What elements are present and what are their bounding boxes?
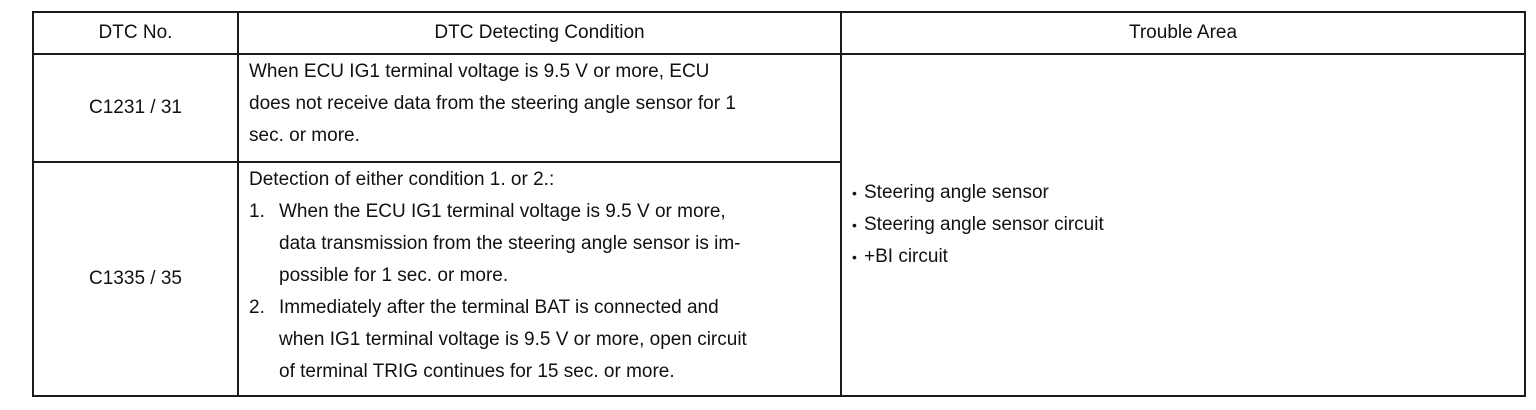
condition-line: data transmission from the steering angl…	[279, 232, 741, 254]
trouble-area-list: • Steering angle sensor • Steering angle…	[852, 177, 1524, 273]
condition-line: when IG1 terminal voltage is 9.5 V or mo…	[279, 328, 747, 350]
condition-line: When ECU IG1 terminal voltage is 9.5 V o…	[249, 61, 710, 82]
bullet-icon: •	[852, 217, 857, 233]
header-dtc-no: DTC No.	[32, 11, 239, 55]
condition-text: When the ECU IG1 terminal voltage is 9.5…	[279, 196, 832, 292]
trouble-area-item: • Steering angle sensor	[852, 177, 1524, 209]
condition-list: 1. When the ECU IG1 terminal voltage is …	[249, 196, 832, 388]
trouble-area-item: • +BI circuit	[852, 241, 1524, 273]
condition-intro: Detection of either condition 1. or 2.:	[249, 168, 555, 190]
condition-line: of terminal TRIG continues for 15 sec. o…	[279, 360, 675, 382]
condition-line: possible for 1 sec. or more.	[279, 264, 509, 286]
condition-item: 2. Immediately after the terminal BAT is…	[249, 292, 832, 388]
trouble-area-text: Steering angle sensor	[864, 182, 1049, 203]
trouble-area-text: +BI circuit	[864, 246, 948, 267]
trouble-area-item: • Steering angle sensor circuit	[852, 209, 1524, 241]
header-row: DTC No. DTC Detecting Condition Trouble …	[32, 11, 1526, 55]
header-detecting-condition: DTC Detecting Condition	[237, 11, 842, 55]
bullet-icon: •	[852, 185, 857, 201]
dtc-number-cell: C1335 / 35	[32, 160, 239, 398]
table-row: C1335 / 35 Detection of either condition…	[32, 160, 1525, 398]
header-trouble-area: Trouble Area	[840, 11, 1526, 55]
condition-number: 1.	[249, 200, 265, 222]
condition-line: Immediately after the terminal BAT is co…	[279, 296, 719, 318]
dtc-table: DTC No. DTC Detecting Condition Trouble …	[32, 11, 1526, 398]
table-row: C1231 / 31 When ECU IG1 terminal voltage…	[32, 53, 1526, 397]
condition-number: 2.	[249, 296, 265, 318]
trouble-area-cell: • Steering angle sensor • Steering angle…	[840, 53, 1526, 397]
condition-line: does not receive data from the steering …	[249, 93, 736, 114]
dtc-number-cell: C1231 / 31	[32, 53, 239, 163]
trouble-area-text: Steering angle sensor circuit	[864, 214, 1104, 235]
bullet-icon: •	[852, 249, 857, 265]
condition-line: When the ECU IG1 terminal voltage is 9.5…	[279, 200, 726, 222]
detecting-condition-cell: Detection of either condition 1. or 2.: …	[237, 160, 842, 398]
condition-line: sec. or more.	[249, 125, 360, 146]
detecting-condition-cell: When ECU IG1 terminal voltage is 9.5 V o…	[237, 53, 842, 163]
condition-item: 1. When the ECU IG1 terminal voltage is …	[249, 196, 832, 292]
condition-text: Immediately after the terminal BAT is co…	[279, 292, 832, 388]
